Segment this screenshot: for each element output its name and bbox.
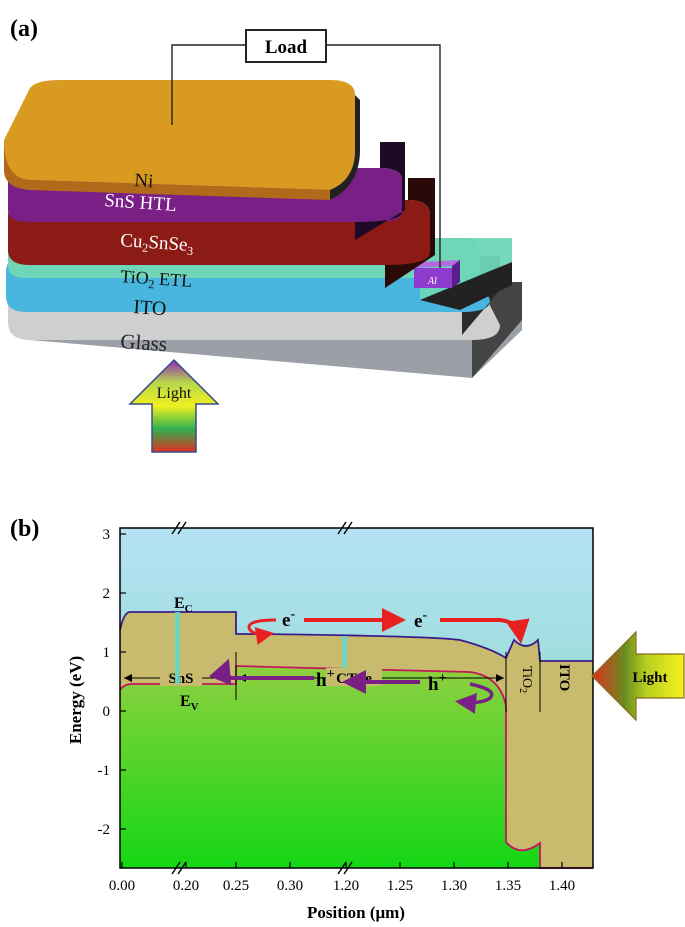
x-tick: 0.30 <box>277 878 303 894</box>
valence-region <box>120 666 540 868</box>
sns-transition-column <box>175 612 180 684</box>
band-diagram: SnS CTSe TiO2 ITO EC EV e- e- h+ h+ <box>119 521 594 875</box>
hole-return-arrow <box>455 682 494 714</box>
hole-label-1: h+ <box>316 667 335 691</box>
glass-label: Glass <box>120 329 168 356</box>
valence-band-line <box>119 665 593 869</box>
load-circuit: Load <box>171 29 441 268</box>
light-arrow-up: Light <box>128 358 220 453</box>
region-ctse-label: CTSe <box>336 671 372 687</box>
x-tick: 0.00 <box>109 878 135 894</box>
y-tick: 0 <box>103 704 111 720</box>
electron-drift-arrow-2 <box>440 618 530 644</box>
x-tick: 1.30 <box>441 878 467 894</box>
hole-label-2: h+ <box>428 671 447 695</box>
y-tick: -1 <box>98 763 111 779</box>
ev-label: EV <box>180 693 199 713</box>
tio2-layer-label: TiO2 ETL <box>120 266 193 294</box>
ni-layer-label: Ni <box>134 170 154 192</box>
y-tick: -2 <box>98 822 111 838</box>
y-tick: 3 <box>103 527 111 543</box>
y-tick: 1 <box>103 645 111 661</box>
region-ito-label: ITO <box>556 664 572 691</box>
x-tick: 1.35 <box>495 878 521 894</box>
x-axis: 0.00 0.20 0.25 0.30 1.20 1.25 1.30 1.35 … <box>109 862 575 894</box>
x-tick: 1.25 <box>387 878 413 894</box>
electron-label-1: e- <box>282 607 295 631</box>
light-arrow-left: Light <box>591 630 685 722</box>
panel-b-label: (b) <box>10 516 39 542</box>
light-label-b: Light <box>632 670 667 686</box>
y-axis-label: Energy (eV) <box>66 656 85 744</box>
panel-a-label: (a) <box>10 16 38 42</box>
cts-layer-label: Cu2SnSe3 <box>120 230 195 258</box>
light-label-a: Light <box>157 385 192 402</box>
electron-label-2: e- <box>414 608 427 632</box>
conduction-band-line <box>119 611 593 662</box>
ni-layer: Ni <box>4 80 360 200</box>
ec-label: EC <box>174 595 193 615</box>
electron-curl-arrow <box>247 618 277 645</box>
region-sns-label: SnS <box>168 671 193 687</box>
y-tick: 2 <box>103 586 111 602</box>
load-label: Load <box>265 37 308 58</box>
axis-break-marks <box>171 521 353 875</box>
al-contact-label: Al <box>427 276 437 287</box>
x-tick: 0.20 <box>173 878 199 894</box>
x-tick: 0.25 <box>223 878 249 894</box>
hole-curl-arrow <box>208 658 314 686</box>
ctse-transition-column <box>342 636 347 668</box>
ito-layer-label: ITO <box>133 296 167 320</box>
al-contact: Al <box>414 260 460 288</box>
x-tick: 1.20 <box>333 878 359 894</box>
y-axis: 3 2 1 0 -1 -2 <box>98 527 126 838</box>
x-tick: 1.40 <box>549 878 575 894</box>
x-axis-label: Position (μm) <box>307 903 405 922</box>
region-tio2-label: TiO2 <box>517 666 534 693</box>
load-box <box>245 29 327 63</box>
